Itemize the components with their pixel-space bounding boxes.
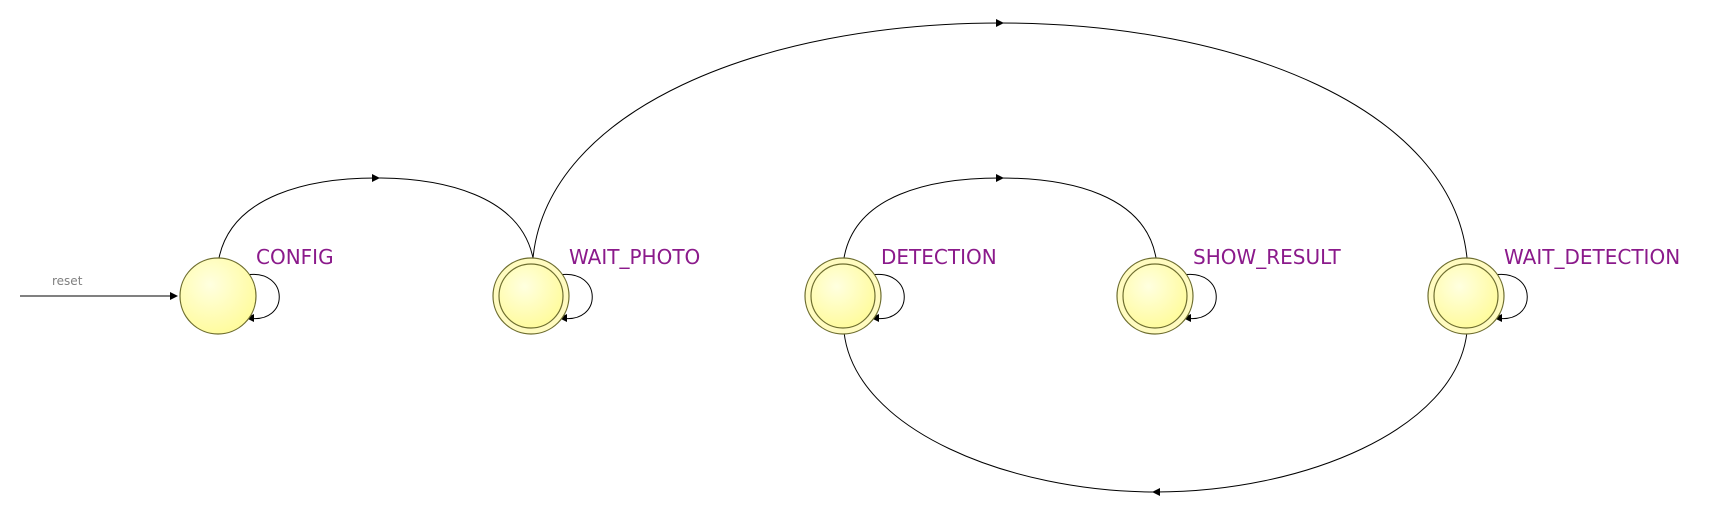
reset-label: reset: [52, 274, 83, 288]
transition-wait-photo-to-wait-detection: [532, 19, 1468, 259]
state-wait-detection[interactable]: WAIT_DETECTION: [1427, 245, 1680, 335]
state-wait-photo[interactable]: WAIT_PHOTO: [492, 245, 700, 335]
self-loop-detection: [870, 273, 905, 322]
transition-detection-to-show-result: [843, 174, 1157, 259]
self-loop-show-result: [1182, 273, 1217, 322]
state-show-result[interactable]: SHOW_RESULT: [1116, 245, 1342, 335]
state-label-wait-photo: WAIT_PHOTO: [569, 245, 700, 269]
state-label-wait-detection: WAIT_DETECTION: [1504, 245, 1680, 269]
state-label-show-result: SHOW_RESULT: [1193, 245, 1342, 269]
transition-wait-detection-to-detection: [843, 331, 1468, 496]
self-loop-config: [245, 273, 280, 322]
self-loop-wait-detection: [1493, 273, 1528, 322]
reset-transition: reset: [20, 274, 178, 300]
state-label-config: CONFIG: [256, 245, 334, 269]
state-config[interactable]: CONFIG: [179, 245, 334, 335]
state-detection[interactable]: DETECTION: [804, 245, 997, 335]
transition-config-to-wait-photo: [218, 174, 534, 259]
state-label-detection: DETECTION: [881, 245, 997, 269]
self-loop-wait-photo: [558, 273, 593, 322]
